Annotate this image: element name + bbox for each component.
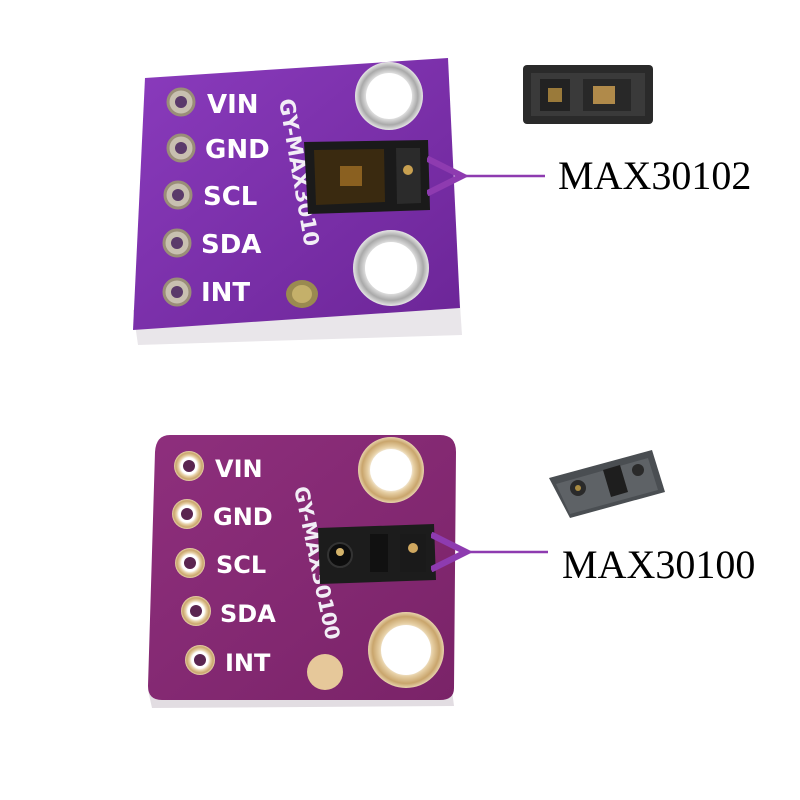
top-pin-label-vin: VIN xyxy=(207,90,259,120)
bottom-pin-label-sda: SDA xyxy=(220,600,276,628)
bottom-pin-label-scl: SCL xyxy=(216,551,266,579)
max30100-chip-photo xyxy=(549,450,665,518)
bottom-gold-pad xyxy=(307,654,343,690)
bottom-pin-label-gnd: GND xyxy=(213,503,273,531)
top-pin-label-int: INT xyxy=(201,278,250,308)
bottom-pin-header xyxy=(172,451,215,675)
top-callout-label: MAX30102 xyxy=(558,153,751,198)
top-sensor-chip xyxy=(304,140,430,214)
top-board: VIN GND SCL SDA INT GY-MAX3010 xyxy=(133,58,462,345)
bottom-board: VIN GND SCL SDA INT GY-MAX30100 xyxy=(148,435,456,708)
top-pin-header xyxy=(162,87,196,307)
bottom-pin-label-int: INT xyxy=(225,649,271,677)
bottom-pin-label-vin: VIN xyxy=(215,455,263,483)
top-pin-label-scl: SCL xyxy=(203,182,257,212)
bottom-callout-label: MAX30100 xyxy=(562,542,755,587)
top-pin-label-gnd: GND xyxy=(205,135,270,165)
bottom-sensor-chip xyxy=(318,524,436,584)
max30102-chip-photo xyxy=(523,65,653,124)
top-pin-label-sda: SDA xyxy=(201,230,261,260)
